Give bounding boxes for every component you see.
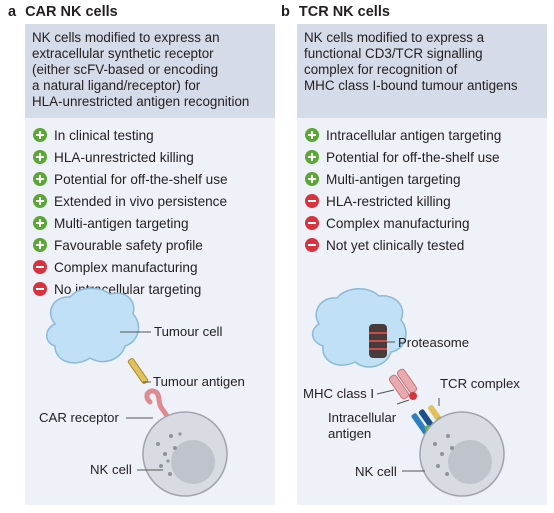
plus-circle-icon	[33, 172, 47, 186]
feature-text: Not yet clinically tested	[326, 238, 465, 253]
feature-item: HLA-restricted killing	[305, 194, 451, 209]
feature-text: Potential for off-the-shelf use	[326, 150, 500, 165]
tumour-antigen	[127, 358, 149, 384]
feature-item: In clinical testing	[33, 128, 154, 143]
panel-b-description: NK cells modified to express a functiona…	[297, 24, 547, 118]
feature-item: Extended in vivo persistence	[33, 194, 227, 209]
feature-item: Complex manufacturing	[33, 260, 198, 275]
feature-text: Extended in vivo persistence	[54, 194, 228, 209]
label-tumour-cell: Tumour cell	[154, 324, 223, 339]
feature-item: Potential for off-the-shelf use	[305, 150, 500, 165]
tumour-cell-shape	[311, 288, 407, 368]
label-tumour-antigen: Tumour antigen	[153, 374, 245, 389]
panel-car-nk: NK cells modified to express an extracel…	[25, 24, 275, 505]
nk-cell-granules	[156, 432, 182, 476]
feature-text: Multi-antigen targeting	[326, 172, 461, 187]
minus-circle-icon	[33, 260, 47, 274]
minus-circle-icon	[33, 282, 47, 296]
label-mhc-class-i: MHC class I	[303, 386, 375, 401]
panel-b-heading: b TCR NK cells	[281, 4, 390, 20]
feature-text: HLA-unrestricted killing	[54, 150, 194, 165]
nk-cell-nucleus	[448, 440, 492, 484]
nk-cell-nucleus	[171, 440, 215, 484]
description-line: extracellular synthetic receptor	[32, 46, 214, 61]
feature-item: Multi-antigen targeting	[33, 216, 189, 231]
label-antigen: antigen	[328, 426, 372, 441]
plus-circle-icon	[305, 172, 319, 186]
label-tcr-complex: TCR complex	[440, 376, 520, 391]
nk-cell-granules	[433, 434, 454, 476]
tcr-nk-illustration	[311, 288, 505, 497]
feature-text: Favourable safety profile	[54, 238, 203, 253]
plus-circle-icon	[33, 194, 47, 208]
feature-text: Multi-antigen targeting	[54, 216, 189, 231]
mhc-class-i-icon	[388, 368, 418, 400]
panel-a-heading: a CAR NK cells	[8, 4, 118, 20]
label-nk-cell: NK cell	[355, 464, 397, 479]
description-line: functional CD3/TCR signalling	[304, 46, 483, 61]
label-car-receptor: CAR receptor	[39, 410, 119, 425]
description-line: HLA-unrestricted antigen recognition	[32, 94, 250, 109]
panel-b-title: TCR NK cells	[298, 4, 390, 20]
panel-a-letter: a	[8, 4, 17, 20]
feature-item: Favourable safety profile	[33, 238, 203, 253]
plus-circle-icon	[305, 150, 319, 164]
minus-circle-icon	[305, 194, 319, 208]
feature-text: Potential for off-the-shelf use	[54, 172, 228, 187]
proteasome-icon	[369, 324, 387, 358]
description-line: MHC class I-bound tumour antigens	[304, 78, 518, 93]
description-line: (either scFV-based or encoding	[32, 62, 219, 77]
feature-text: Complex manufacturing	[326, 216, 470, 231]
feature-text: HLA-restricted killing	[326, 194, 451, 209]
plus-circle-icon	[305, 128, 319, 142]
label-proteasome: Proteasome	[398, 335, 470, 350]
feature-item: Complex manufacturing	[305, 216, 470, 231]
tumour-cell-shape	[46, 287, 140, 364]
panel-b-letter: b	[281, 4, 290, 20]
minus-circle-icon	[305, 238, 319, 252]
panel-a-description: NK cells modified to express an extracel…	[25, 24, 275, 118]
label-nk-cell: NK cell	[90, 462, 132, 477]
plus-circle-icon	[33, 216, 47, 230]
description-line: a natural ligand/receptor) for	[32, 78, 201, 93]
feature-text: Complex manufacturing	[54, 260, 198, 275]
description-line: NK cells modified to express a	[304, 30, 485, 45]
feature-text: Intracellular antigen targeting	[326, 128, 502, 143]
plus-circle-icon	[33, 238, 47, 252]
feature-item: HLA-unrestricted killing	[33, 150, 194, 165]
feature-item: Multi-antigen targeting	[305, 172, 461, 187]
feature-item: Intracellular antigen targeting	[305, 128, 501, 143]
panel-tcr-nk: NK cells modified to express a functiona…	[297, 24, 547, 505]
plus-circle-icon	[33, 128, 47, 142]
feature-item: Not yet clinically tested	[305, 238, 464, 253]
car-nk-illustration	[46, 287, 228, 497]
minus-circle-icon	[305, 216, 319, 230]
description-line: complex for recognition of	[304, 62, 458, 77]
feature-item: Potential for off-the-shelf use	[33, 172, 228, 187]
label-intracellular: Intracellular	[328, 410, 397, 425]
panel-a-title: CAR NK cells	[25, 4, 118, 20]
feature-text: In clinical testing	[54, 128, 154, 143]
plus-circle-icon	[33, 150, 47, 164]
description-line: NK cells modified to express an	[32, 30, 220, 45]
